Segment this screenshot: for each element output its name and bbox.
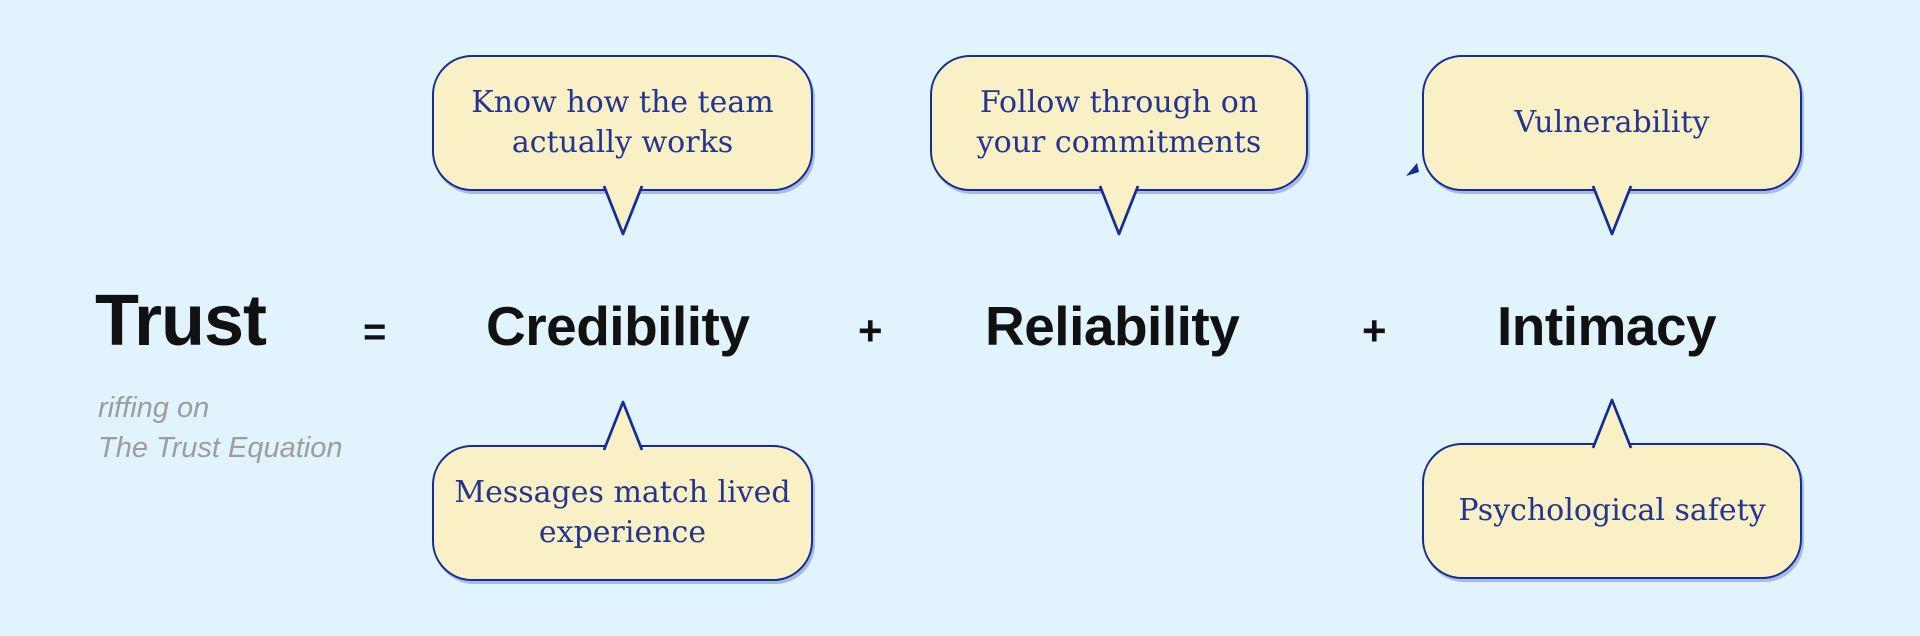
callout-text: actually works (511, 125, 734, 160)
callout-text: Vulnerability (1514, 105, 1710, 140)
equation-term-credibility: Credibility (486, 295, 750, 357)
speech-tail-down-icon (1591, 185, 1633, 236)
speech-tail-up-icon (1591, 398, 1633, 449)
callout-text: your commitments (976, 125, 1262, 160)
attribution-note: riffing on The Trust Equation (98, 388, 342, 468)
callout-top-reliability: Follow through on your commitments (930, 55, 1308, 236)
equation-term-reliability: Reliability (985, 295, 1240, 357)
speech-tail-down-icon (602, 185, 643, 236)
callout-text: Follow through on (979, 85, 1259, 120)
callout-text: Psychological safety (1458, 493, 1766, 528)
callout-bottom-credibility: Messages match lived experience (432, 400, 813, 581)
stray-tail-mark (1406, 163, 1419, 176)
attribution-line: riffing on (98, 392, 210, 424)
callout-bottom-intimacy: Psychological safety (1422, 398, 1802, 579)
attribution-line: The Trust Equation (98, 432, 343, 464)
equation-term-intimacy: Intimacy (1497, 295, 1717, 357)
plus-sign: + (858, 307, 883, 354)
plus-sign: + (1362, 307, 1387, 354)
equals-sign: = (363, 310, 386, 354)
callout-top-intimacy: Vulnerability (1422, 55, 1802, 236)
callout-top-credibility: Know how the team actually works (432, 55, 813, 236)
callout-text: experience (538, 515, 707, 550)
speech-tail-up-icon (602, 400, 643, 451)
callout-text: Messages match lived (454, 475, 791, 510)
equation-result-trust: Trust (95, 281, 267, 361)
speech-tail-down-icon (1098, 185, 1140, 236)
callout-text: Know how the team (471, 85, 774, 120)
